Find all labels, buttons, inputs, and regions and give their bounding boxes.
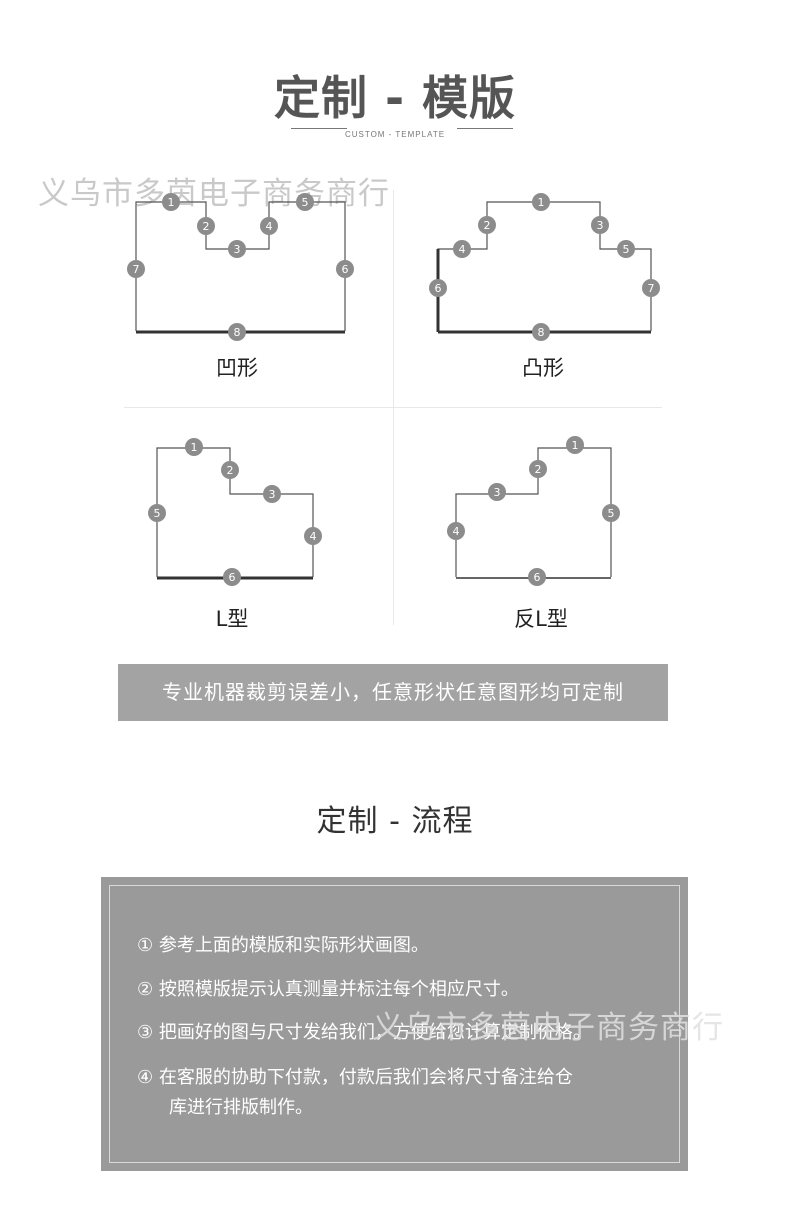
badge-convex-8: 8 — [532, 323, 550, 341]
svg-text:3: 3 — [234, 243, 241, 256]
process-inner-border — [109, 885, 680, 1163]
badge-concave-5: 5 — [296, 193, 314, 211]
badge-concave-3: 3 — [228, 240, 246, 258]
badge-l-5: 5 — [148, 504, 166, 522]
badge-l-3: 3 — [263, 485, 281, 503]
svg-text:8: 8 — [234, 326, 241, 339]
watermark-bottom: 义乌市多茵电子商务商行 — [372, 1010, 724, 1046]
svg-text:5: 5 — [302, 196, 309, 209]
badge-l-6: 6 — [223, 568, 241, 586]
svg-text:3: 3 — [494, 486, 501, 499]
svg-text:6: 6 — [435, 282, 442, 295]
svg-text:2: 2 — [484, 219, 491, 232]
badge-concave-6: 6 — [336, 260, 354, 278]
process-step-4: ④ 在客服的协助下付款，付款后我们会将尺寸备注给仓 — [137, 1067, 573, 1088]
svg-text:7: 7 — [648, 282, 655, 295]
convex-shape — [436, 201, 652, 334]
svg-text:7: 7 — [133, 263, 140, 276]
svg-text:2: 2 — [227, 464, 234, 477]
badge-convex-7: 7 — [642, 279, 660, 297]
badge-convex-4: 4 — [453, 240, 471, 258]
grid-divider-horizontal — [124, 407, 662, 408]
svg-text:2: 2 — [535, 463, 542, 476]
subtitle-line-left — [291, 128, 347, 129]
badge-rl-3: 3 — [488, 483, 506, 501]
svg-text:4: 4 — [266, 220, 273, 233]
concave-shape — [135, 201, 346, 334]
svg-text:1: 1 — [191, 441, 198, 454]
custom-banner: 专业机器裁剪误差小，任意形状任意图形均可定制 — [118, 664, 668, 721]
svg-text:5: 5 — [154, 507, 161, 520]
label-concave: 凹形 — [216, 356, 258, 380]
svg-text:6: 6 — [534, 571, 541, 584]
svg-text:4: 4 — [453, 525, 460, 538]
subtitle-line-right — [457, 128, 513, 129]
badge-l-4: 4 — [304, 527, 322, 545]
svg-text:5: 5 — [608, 507, 615, 520]
badge-convex-1: 1 — [532, 193, 550, 211]
svg-text:1: 1 — [168, 196, 175, 209]
svg-text:1: 1 — [538, 196, 545, 209]
svg-text:1: 1 — [572, 439, 579, 452]
process-step-1: ① 参考上面的模版和实际形状画图。 — [137, 935, 429, 956]
badge-rl-1: 1 — [566, 436, 584, 454]
badge-rl-4: 4 — [447, 522, 465, 540]
badge-rl-6: 6 — [528, 568, 546, 586]
process-step-4-continued: 库进行排版制作。 — [169, 1097, 313, 1118]
svg-text:8: 8 — [538, 326, 545, 339]
badge-convex-6: 6 — [429, 279, 447, 297]
svg-text:5: 5 — [623, 243, 630, 256]
svg-text:3: 3 — [269, 488, 276, 501]
badge-rl-5: 5 — [602, 504, 620, 522]
process-title: 定制 - 流程 — [316, 804, 474, 839]
process-box: ① 参考上面的模版和实际形状画图。 ② 按照模版提示认真测量并标注每个相应尺寸。… — [101, 877, 688, 1171]
badge-concave-7: 7 — [127, 260, 145, 278]
svg-text:4: 4 — [459, 243, 466, 256]
page-subtitle: CUSTOM - TEMPLATE — [344, 130, 446, 139]
badge-convex-2: 2 — [478, 216, 496, 234]
svg-text:3: 3 — [597, 219, 604, 232]
template-shapes: 1 2 3 4 5 6 7 8 1 2 3 4 5 6 7 8 1 2 3 4 … — [127, 193, 660, 586]
badge-convex-3: 3 — [591, 216, 609, 234]
badge-l-1: 1 — [185, 438, 203, 456]
svg-text:6: 6 — [229, 571, 236, 584]
badge-concave-4: 4 — [260, 217, 278, 235]
subtitle-row: CUSTOM - TEMPLATE — [0, 122, 790, 141]
badge-concave-1: 1 — [162, 193, 180, 211]
badge-concave-2: 2 — [197, 217, 215, 235]
svg-text:2: 2 — [203, 220, 210, 233]
label-l-shape: L型 — [215, 607, 249, 631]
badge-convex-5: 5 — [617, 240, 635, 258]
page-title: 定制 - 模版 — [273, 71, 517, 125]
badge-l-2: 2 — [221, 461, 239, 479]
label-convex: 凸形 — [522, 356, 564, 380]
watermark: 义乌市多茵电子商务商行 — [38, 176, 390, 212]
svg-text:6: 6 — [342, 263, 349, 276]
badge-rl-2: 2 — [529, 460, 547, 478]
badge-concave-8: 8 — [228, 323, 246, 341]
svg-text:4: 4 — [310, 530, 317, 543]
label-reverse-l-shape: 反L型 — [514, 607, 568, 631]
process-step-3: ③ 把画好的图与尺寸发给我们，方便给您计算定制价格。 — [137, 1022, 591, 1043]
process-step-2: ② 按照模版提示认真测量并标注每个相应尺寸。 — [137, 979, 519, 1000]
